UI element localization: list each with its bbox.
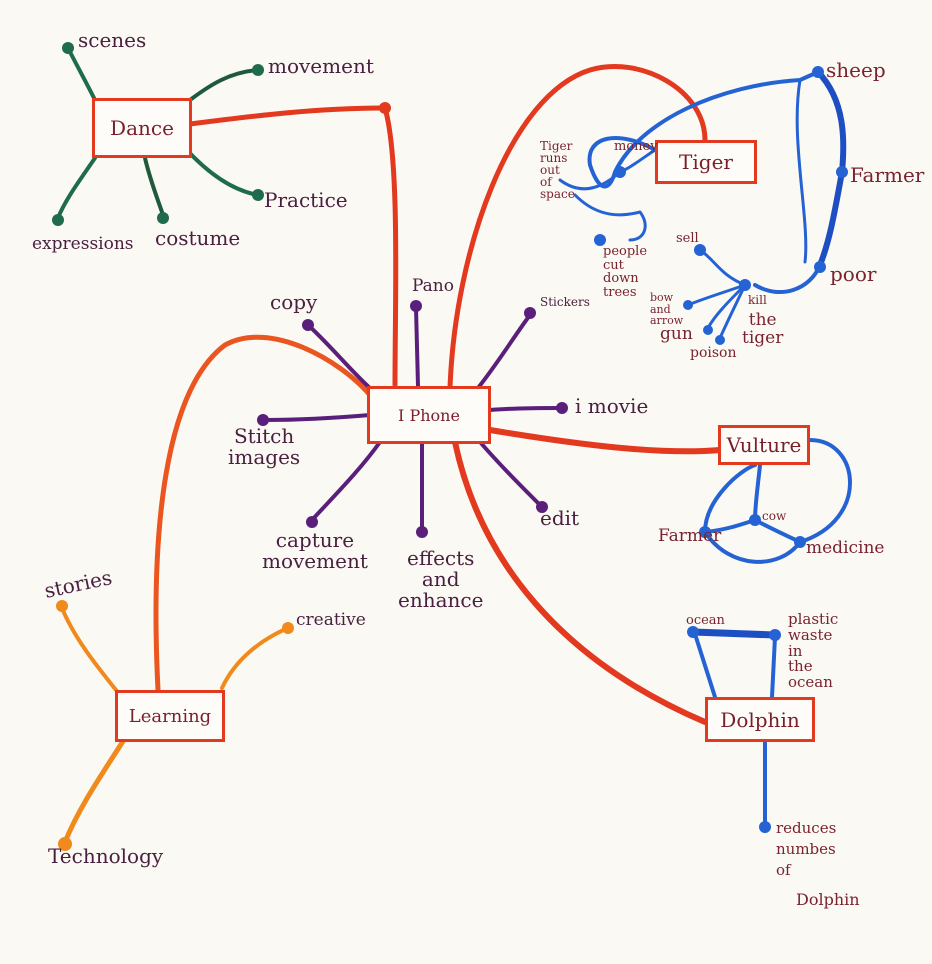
label-reduces: reduces numbes of xyxy=(776,819,837,879)
label-medicine: medicine xyxy=(806,538,885,558)
edge-money-space xyxy=(558,170,622,191)
edge-vulture-cow xyxy=(753,463,762,522)
edge-dance-movement xyxy=(188,68,260,102)
label-imovie: i movie xyxy=(575,394,649,418)
edge-learning-technology xyxy=(62,735,128,845)
edge-farmer-loop xyxy=(703,463,757,534)
hub-tiger: Tiger xyxy=(655,140,757,184)
edge-sheep-farmer xyxy=(815,69,847,175)
edge-iphone-imovie xyxy=(488,406,562,412)
edge-dance-scenes xyxy=(66,46,97,102)
hub-dolphin: Dolphin xyxy=(705,697,815,742)
label-practice: Practice xyxy=(264,188,348,212)
edge-space-people xyxy=(573,193,647,242)
label-stickers: Stickers xyxy=(540,295,590,309)
edge-ocean-plastic xyxy=(689,628,779,639)
hub-learning: Learning xyxy=(115,690,225,742)
edge-iphone-capture xyxy=(310,440,382,522)
hub-iphone: I Phone xyxy=(367,386,491,444)
edge-iphone-copy xyxy=(306,323,374,392)
label-effects: effects and enhance xyxy=(398,546,484,612)
edge-sell-kill xyxy=(698,248,747,287)
label-poor: poor xyxy=(830,262,877,286)
edge-iphone-tiger xyxy=(447,64,708,391)
endpoint-dots xyxy=(52,42,848,851)
edge-learning-iphone xyxy=(153,334,373,693)
edge-vulture-medicine-loop xyxy=(798,438,852,544)
label-scenes: scenes xyxy=(78,28,147,52)
label-costume: costume xyxy=(155,226,241,250)
label-farmer-tiger: Farmer xyxy=(850,163,925,187)
label-poison: poison xyxy=(690,345,737,361)
label-movement: movement xyxy=(268,54,374,78)
edge-iphone-dolphin xyxy=(452,439,708,725)
label-bow: bow and arrow xyxy=(650,291,684,328)
edge-dance-practice xyxy=(183,146,260,197)
label-tiger-runs: Tiger runs out of space xyxy=(540,139,575,201)
label-stitch: Stitch images xyxy=(228,424,301,469)
label-expressions: expressions xyxy=(32,234,134,254)
edge-dance-costume xyxy=(143,156,165,217)
label-dolphin-text: Dolphin xyxy=(796,890,860,909)
edge-cow-medicine xyxy=(753,518,802,544)
label-edit: edit xyxy=(540,506,580,530)
label-capture: capture movement xyxy=(262,528,368,573)
label-money: money xyxy=(614,139,658,154)
label-sell: sell xyxy=(676,231,699,246)
edge-farmer-medicine-loop xyxy=(703,530,802,564)
edge-dance-expressions xyxy=(56,156,97,220)
label-gun: gun xyxy=(660,324,693,344)
edge-learning-stories xyxy=(60,606,122,697)
edge-farmer-poor xyxy=(817,169,845,268)
edge-iphone-edit xyxy=(478,440,542,507)
edge-sheep-poor xyxy=(795,78,808,264)
label-sheep: sheep xyxy=(826,58,886,82)
edge-learning-creative xyxy=(220,626,290,690)
label-pano: Pano xyxy=(412,276,454,296)
label-people: people cut down trees xyxy=(603,244,648,300)
label-kill: kill xyxy=(748,293,767,307)
edge-iphone-stitch xyxy=(263,413,372,422)
label-the-tiger: the tiger xyxy=(742,310,784,348)
edge-iphone-pano xyxy=(414,306,420,388)
label-plastic: plastic waste in the ocean xyxy=(788,610,839,691)
edge-dolphin-plastic xyxy=(770,635,777,699)
hub-vulture: Vulture xyxy=(718,425,810,465)
edge-iphone-stickers xyxy=(476,313,532,390)
label-technology: Technology xyxy=(48,844,164,868)
label-cow: cow xyxy=(762,509,787,523)
label-farmer-vulture: Farmer xyxy=(658,526,722,546)
label-creative: creative xyxy=(296,610,366,630)
edge-iphone-vulture xyxy=(487,427,723,455)
label-ocean: ocean xyxy=(686,613,725,628)
edge-dolphin-ocean xyxy=(693,632,717,699)
edge-poor-kill xyxy=(753,263,822,295)
label-copy: copy xyxy=(270,290,318,314)
hub-dance: Dance xyxy=(92,98,192,158)
